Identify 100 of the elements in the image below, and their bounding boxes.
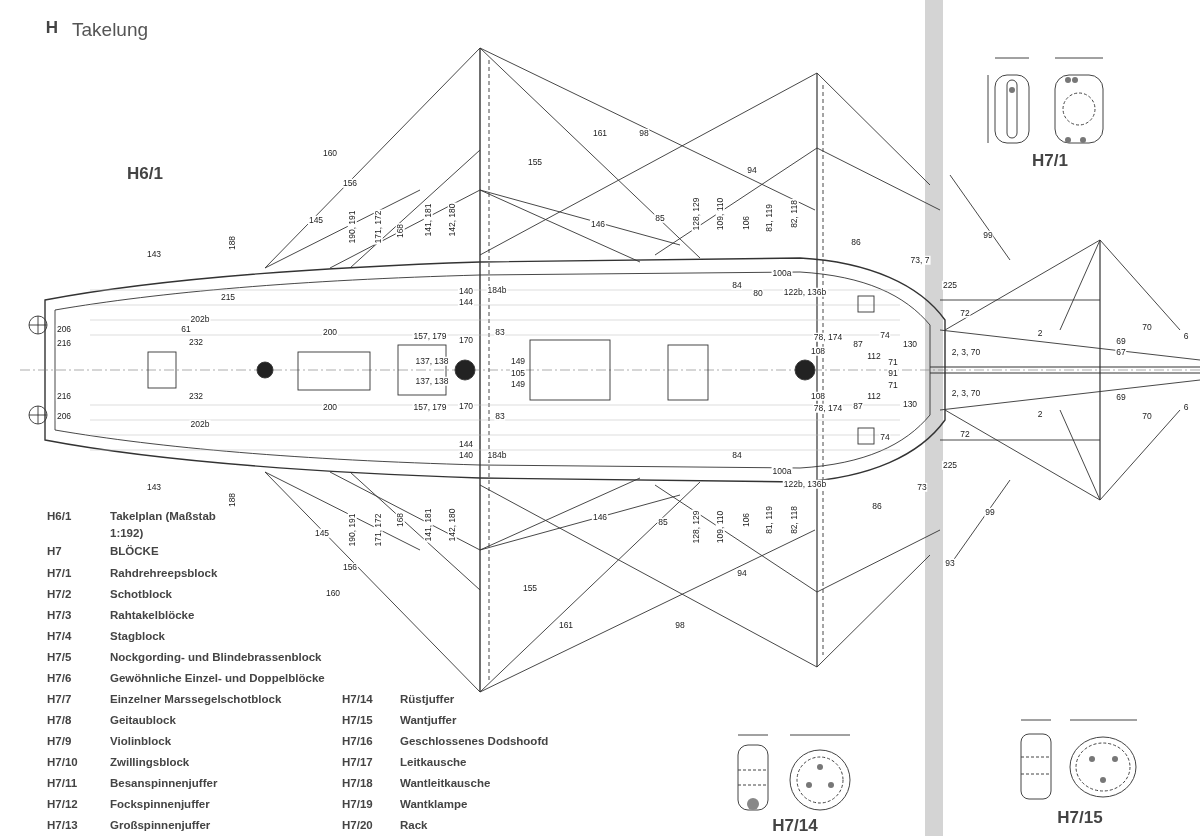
callout-number: 143 xyxy=(145,482,163,492)
callout-number: 74 xyxy=(879,330,891,340)
callout-number: 74 xyxy=(879,432,891,442)
callout-number: 170 xyxy=(457,335,475,345)
callout-number: 168 xyxy=(395,222,405,240)
callout-number: 122b, 136b xyxy=(782,479,828,489)
figure-description: Zwillingsblock xyxy=(110,755,190,770)
figure-number: H7/12 xyxy=(47,797,78,812)
callout-number: 143 xyxy=(145,249,163,259)
figure-number: H7/11 xyxy=(47,776,78,791)
callout-number: 72 xyxy=(959,429,971,439)
figure-number: H7/18 xyxy=(342,776,373,791)
callout-number: 137, 138 xyxy=(414,356,450,366)
callout-number: 188 xyxy=(227,234,237,252)
callout-number: 81, 119 xyxy=(764,505,774,535)
figure-description: Takelplan (Maßstab 1:192) xyxy=(110,509,217,542)
figure-number: H7/2 xyxy=(47,587,72,602)
callout-number: 130 xyxy=(901,339,919,349)
figure-number: H6/1 xyxy=(47,509,72,524)
callout-number: 70 xyxy=(1141,411,1153,421)
callout-number: 80 xyxy=(752,288,764,298)
callout-number: 73, 7 xyxy=(909,255,931,265)
callout-number: 105 xyxy=(509,368,527,378)
figure-description: Schotblock xyxy=(110,587,172,602)
callout-number: 84 xyxy=(731,280,743,290)
callout-number: 160 xyxy=(324,588,342,598)
figure-number: H7/17 xyxy=(342,755,373,770)
callout-number: 94 xyxy=(736,568,748,578)
callout-number: 87 xyxy=(852,339,864,349)
callout-number: 184b xyxy=(486,285,508,295)
callout-number: 202b xyxy=(189,419,211,429)
figure-description: Großspinnenjuffer xyxy=(110,818,211,833)
callout-number: 157, 179 xyxy=(412,331,448,341)
callout-number: 84 xyxy=(731,450,743,460)
callout-number: 140 xyxy=(457,286,475,296)
callout-number: 2, 3, 70 xyxy=(950,388,982,398)
callout-number: 149 xyxy=(509,379,527,389)
callout-number: 190, 191 xyxy=(347,209,357,245)
figure-description: Gewöhnliche Einzel- und Doppelblöcke xyxy=(110,671,325,686)
figure-description: BLÖCKE xyxy=(110,544,159,559)
figure-description: Stagblock xyxy=(110,629,165,644)
figure-description: Geschlossenes Dodshoofd xyxy=(400,734,549,749)
figure-description: Geitaublock xyxy=(110,713,176,728)
callout-number: 156 xyxy=(341,178,359,188)
callout-number: 145 xyxy=(307,215,325,225)
figure-number: H7/15 xyxy=(342,713,373,728)
callout-number: 106 xyxy=(741,511,751,529)
figure-number: H7/6 xyxy=(47,671,72,686)
callout-number: 168 xyxy=(395,511,405,529)
figure-number: H7 xyxy=(47,544,62,559)
figure-description: Rahtakelblöcke xyxy=(110,608,195,623)
callout-number: 171, 172 xyxy=(373,209,383,245)
callout-number: 146 xyxy=(589,219,607,229)
callout-number: 108 xyxy=(809,391,827,401)
figure-description: Einzelner Marssegelschotblock xyxy=(110,692,282,707)
callout-number: 100a xyxy=(771,466,793,476)
figure-number: H7/13 xyxy=(47,818,78,833)
callout-number: 109, 110 xyxy=(715,196,725,232)
callout-number: 91 xyxy=(887,368,899,378)
callout-number: 157, 179 xyxy=(412,402,448,412)
chapter-letter: H xyxy=(45,18,59,36)
callout-number: 85 xyxy=(657,517,669,527)
callout-number: 70 xyxy=(1141,322,1153,332)
callout-number: 225 xyxy=(941,460,959,470)
callout-number: 144 xyxy=(457,297,475,307)
callout-number: 149 xyxy=(509,356,527,366)
callout-number: 200 xyxy=(321,402,339,412)
callout-number: 216 xyxy=(55,391,73,401)
callout-number: 200 xyxy=(321,327,339,337)
callout-number: 87 xyxy=(852,401,864,411)
callout-number: 188 xyxy=(227,491,237,509)
callout-number: 190, 191 xyxy=(347,512,357,548)
callout-number: 86 xyxy=(850,237,862,247)
callout-number: 81, 119 xyxy=(764,203,774,233)
callout-number: 109, 110 xyxy=(715,509,725,545)
callout-number: 170 xyxy=(457,401,475,411)
callout-number: 98 xyxy=(638,128,650,138)
callout-number: 98 xyxy=(674,620,686,630)
callout-number: 206 xyxy=(55,324,73,334)
callout-number: 232 xyxy=(187,391,205,401)
callout-number: 142, 180 xyxy=(447,507,457,543)
callout-number: 155 xyxy=(521,583,539,593)
callout-number: 225 xyxy=(941,280,959,290)
callout-number: 137, 138 xyxy=(414,376,450,386)
callout-number: 72 xyxy=(959,308,971,318)
page-title: Takelung xyxy=(72,18,149,42)
figure-description: Wantleitkausche xyxy=(400,776,491,791)
callout-number: 94 xyxy=(746,165,758,175)
callout-number: 155 xyxy=(526,157,544,167)
callout-number: 141, 181 xyxy=(423,507,433,543)
callout-number: 108 xyxy=(809,346,827,356)
callout-number: 93 xyxy=(944,558,956,568)
callout-number: 86 xyxy=(871,501,883,511)
callout-number: 106 xyxy=(741,214,751,232)
figure-description: Rüstjuffer xyxy=(400,692,455,707)
figure-description: Leitkausche xyxy=(400,755,467,770)
figure-number: H7/19 xyxy=(342,797,373,812)
figure-number: H7/5 xyxy=(47,650,72,665)
callout-number: 69 xyxy=(1115,392,1127,402)
callout-number: 160 xyxy=(321,148,339,158)
